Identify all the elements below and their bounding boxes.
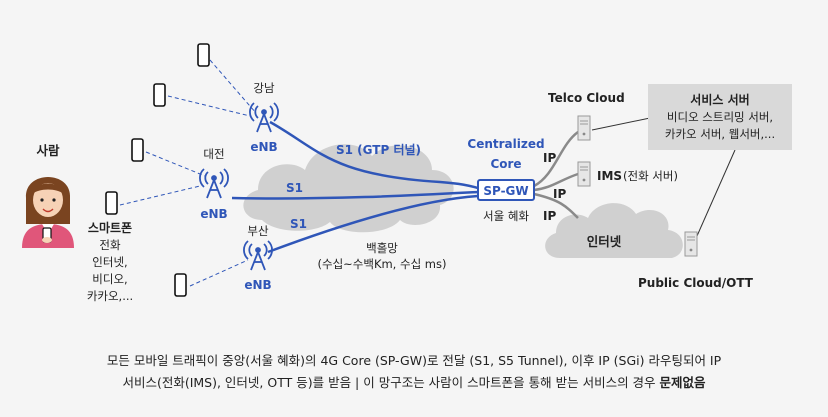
public-cloud-label: Public Cloud/OTT [638,276,754,290]
caption-line1: 모든 모바일 트래픽이 중앙(서울 혜화)의 4G Core (SP-GW)로 … [106,353,722,368]
smartphone-line: 카카오,... [87,289,133,303]
s1-gtp-label: S1 (GTP 터널) [336,142,421,157]
ip-links [533,130,579,219]
ip-label-ims: IP [553,187,566,201]
person-label: 사람 [36,143,60,158]
core-title-line1: Centralized [467,137,544,151]
service-server-box [648,84,792,150]
phone-icon [197,43,210,67]
public-cloud-server-icon [684,231,698,257]
sp-gw-label: SP-GW [483,184,528,198]
phone-icon [153,83,166,107]
s1-link-gangnam [269,120,479,190]
smartphone-line: 전화 [99,238,121,252]
backhaul-cloud [243,144,454,233]
radio-link [209,59,257,114]
core-title-line2: Core [490,157,521,171]
smartphone-title: 스마트폰 [88,220,132,235]
s1-link-daejeon [231,190,479,200]
service-server-title: 서비스 서버 [690,92,749,107]
ims-detail: (전화 서버) [623,169,678,183]
caption-line2: 서비스(전화(IMS), 인터넷, OTT 등)를 받음 | 이 망구조는 사람… [0,372,828,394]
caption: 모든 모바일 트래픽이 중앙(서울 혜화)의 4G Core (SP-GW)로 … [0,350,828,394]
antenna-icon-daejeon [199,168,229,199]
server-lines [591,117,736,237]
enb-name-gangnam: eNB [250,140,277,154]
enb-city-gangnam: 강남 [253,81,275,95]
ip-link-internet [533,192,579,219]
s1-link-busan [267,194,479,254]
s1-mid-label: S1 [286,181,303,195]
phone-icon [105,191,118,215]
enb-city-daejeon: 대전 [203,147,224,161]
core-location: 서울 혜화 [483,209,529,223]
enb-city-busan: 부산 [247,224,269,238]
smartphone-line: 비디오, [92,272,127,286]
sp-gw-box [477,179,535,201]
ims-server-icon [577,161,591,187]
internet-label: 인터넷 [587,234,622,249]
smartphone-line: 인터넷, [92,255,127,269]
antenna-icon-gangnam [249,102,279,133]
ip-link-ims [533,172,579,192]
person-icon [22,177,74,248]
backhaul-detail: (수십~수백Km, 수십 ms) [318,257,447,271]
radio-link [119,185,201,206]
internet-cloud [545,203,683,258]
s1-bottom-label: S1 [290,217,307,231]
service-server-line1: 비디오 스트리밍 서버, [667,110,773,124]
phone-icons [105,43,210,297]
caption-emphasis: 문제없음 [659,375,706,390]
telco-server-icon [577,115,591,141]
ip-link-telco [533,130,579,188]
caption-line2-text: 서비스(전화(IMS), 인터넷, OTT 등)를 받음 | 이 망구조는 사람… [122,375,656,390]
telco-cloud-label: Telco Cloud [548,91,625,105]
antenna-icon-busan [243,240,273,271]
ip-label-telco: IP [543,151,556,165]
phone-icon [131,138,144,162]
phone-icon [174,273,187,297]
enb-name-daejeon: eNB [200,207,227,221]
backhaul-title: 백홀망 [366,241,398,255]
radio-link [167,95,251,117]
radio-link [145,151,206,177]
enb-name-busan: eNB [244,278,271,292]
s1-links [231,120,479,254]
radio-link [189,259,249,287]
ims-label: IMS [597,169,622,183]
radio-links [119,59,257,287]
ip-label-internet: IP [543,209,556,223]
service-server-line2: 카카오 서버, 웹서버,... [665,127,775,141]
